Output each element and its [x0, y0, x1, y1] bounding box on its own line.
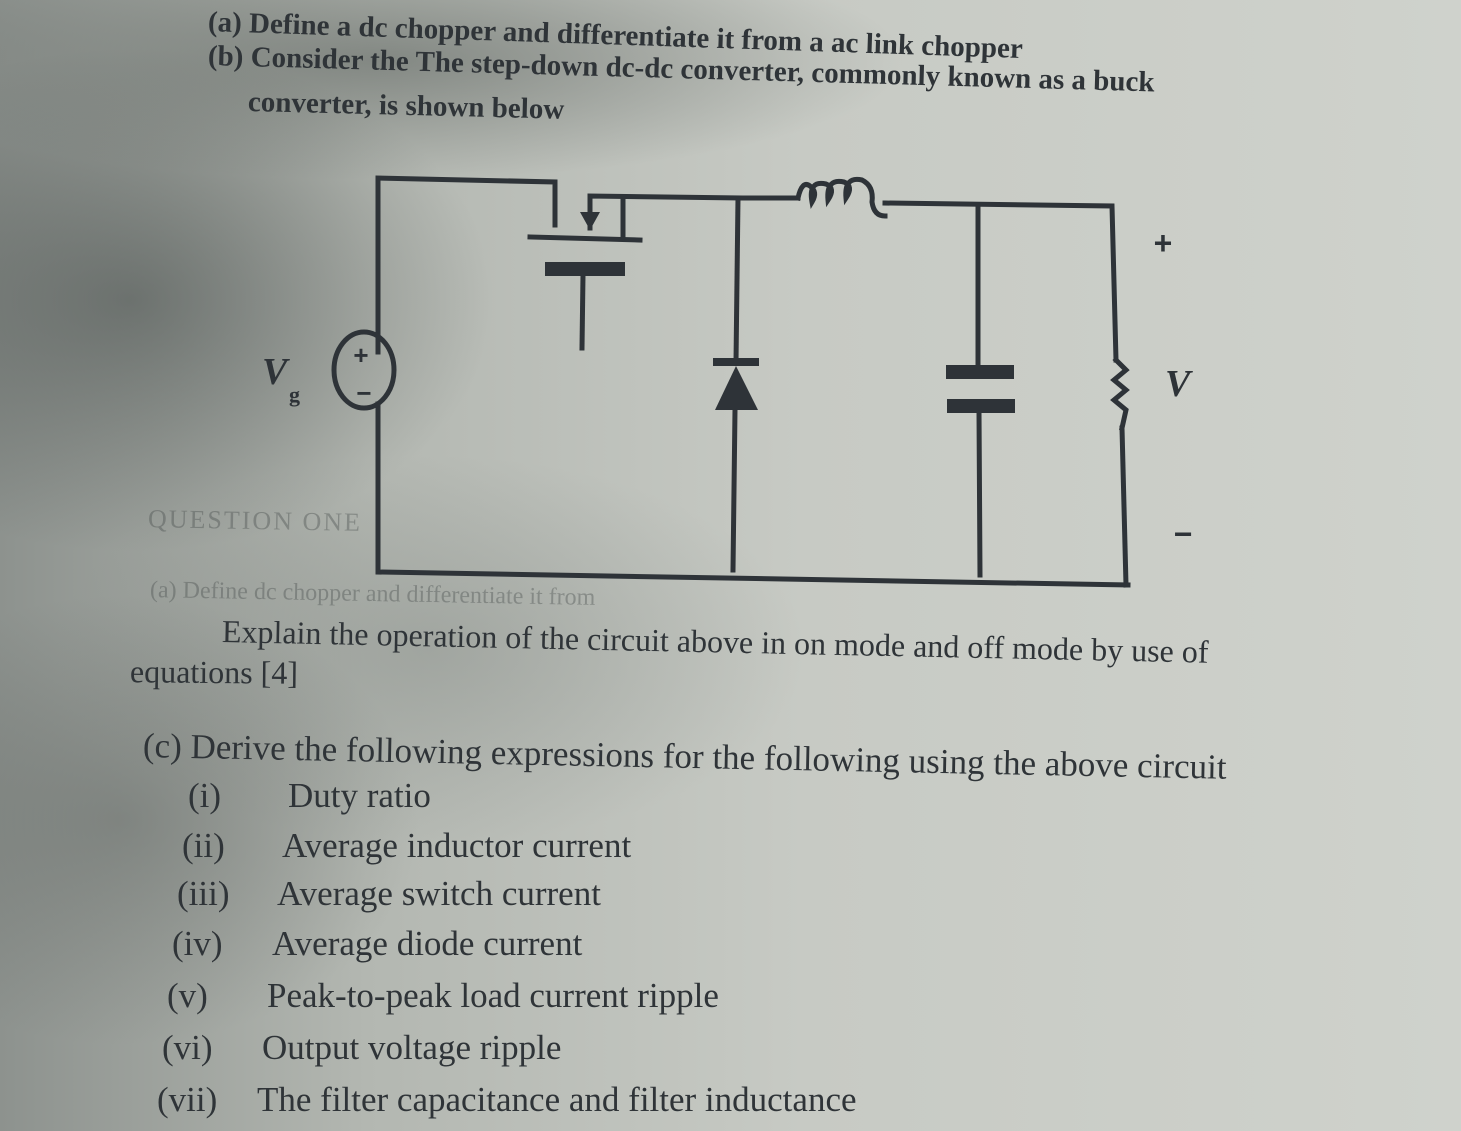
item-number: (iii) — [177, 874, 230, 913]
item-number: (ii) — [182, 826, 225, 865]
item-label: The filter capacitance and filter induct… — [257, 1080, 857, 1119]
source-plus: + — [353, 340, 368, 370]
voltage-source — [331, 329, 397, 411]
wire-top-right — [882, 200, 1119, 363]
load-resistor — [1110, 356, 1130, 431]
capacitor-plate-bottom — [947, 399, 1015, 413]
item-label: Peak-to-peak load current ripple — [267, 976, 719, 1015]
capacitor-plate-top — [946, 365, 1014, 379]
mosfet-arrow-icon — [580, 212, 600, 230]
item-number: (iv) — [172, 924, 223, 963]
diode-icon — [715, 366, 758, 410]
item-number: (vi) — [162, 1028, 213, 1067]
item-number: (v) — [167, 976, 208, 1015]
list-item: (vii) The filter capacitance and filter … — [157, 1082, 857, 1117]
list-item: (ii) Average inductor current — [182, 828, 631, 863]
item-label: Average inductor current — [282, 826, 632, 865]
item-label: Output voltage ripple — [262, 1028, 562, 1067]
list-item: (i) Duty ratio — [188, 778, 431, 813]
list-item: (iii) Average switch current — [177, 876, 601, 911]
inductor — [795, 176, 888, 219]
item-label: Duty ratio — [288, 776, 431, 815]
list-item: (v) Peak-to-peak load current ripple — [167, 978, 719, 1013]
wire-top-left — [375, 175, 558, 355]
output-minus: − — [1174, 516, 1193, 552]
source-label: V — [262, 351, 290, 393]
mosfet-source — [587, 193, 743, 231]
output-plus: + — [1154, 225, 1173, 261]
list-item: (vi) Output voltage ripple — [162, 1030, 561, 1065]
item-label: Average diode current — [272, 924, 583, 963]
output-label: V — [1165, 363, 1193, 405]
explain-question-cont: equations [4] — [129, 653, 299, 691]
item-label: Average switch current — [277, 874, 601, 913]
list-item: (iv) Average diode current — [172, 926, 582, 961]
source-minus: − — [356, 378, 371, 408]
mosfet-gate — [545, 262, 625, 276]
wire-bottom — [375, 401, 1131, 588]
source-subscript: g — [289, 382, 300, 407]
item-number: (i) — [188, 776, 222, 815]
diode-cathode — [713, 358, 759, 366]
item-number: (vii) — [157, 1080, 218, 1119]
